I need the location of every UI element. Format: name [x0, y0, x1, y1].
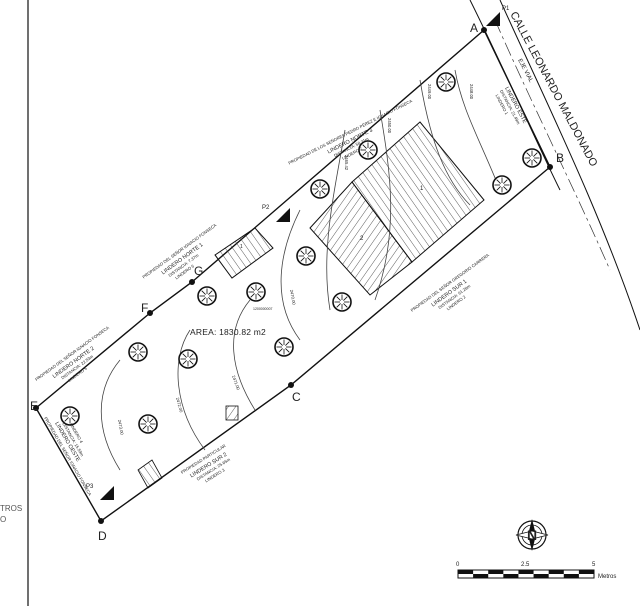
- survey-point-p3-marker: [100, 486, 114, 500]
- contour-label: 2472.00: [175, 397, 184, 414]
- trees-group: [60, 72, 542, 434]
- vertex-node-g: [189, 279, 195, 285]
- street-edge-east: [499, 0, 640, 331]
- tree-icon: [197, 286, 217, 306]
- tree-icon: [492, 175, 512, 195]
- contour-label: 2465.42: [344, 155, 349, 171]
- contour-line: [280, 209, 301, 341]
- vertex-node-c: [288, 382, 294, 388]
- building-lot-2: [309, 181, 413, 296]
- vertex-label-e: E: [30, 399, 38, 413]
- street-name: CALLE LEONARDO MALDONADO: [507, 10, 599, 169]
- scale-bar: 0 2.5 5 Metros: [456, 562, 616, 580]
- property-boundary: [35, 28, 551, 523]
- contour-label: 2473.00: [117, 419, 125, 435]
- scale-block: [563, 574, 579, 578]
- north-arrow: N: [515, 519, 549, 551]
- street-axis-label: EJE VIAL: [516, 58, 534, 84]
- tree-icon: [128, 342, 148, 362]
- vertex-label-g: G: [194, 264, 203, 278]
- tree-icon: [522, 148, 542, 168]
- boundary-south2: PROPIEDAD PARTICULAR LINDERO SUR 2 DISTA…: [180, 443, 231, 483]
- survey-point-p1-marker: [486, 12, 500, 26]
- lot-number-2: 2: [360, 236, 364, 242]
- vertex-label-f: F: [141, 301, 148, 315]
- survey-point-p1-label: P1: [502, 6, 510, 12]
- tree-icon: [246, 282, 266, 302]
- contour-label: 2448.00: [469, 84, 474, 100]
- street-axis-line: [494, 19, 611, 271]
- vertex-node-a: [481, 27, 487, 33]
- survey-point-p2-label: P2: [262, 205, 270, 211]
- survey-point-p2-marker: [276, 208, 290, 222]
- contour-line: [326, 129, 346, 311]
- contour-label: 2450.00: [387, 118, 392, 134]
- contour-label: 2470.00: [289, 289, 297, 305]
- survey-point-p3-label: P3: [86, 484, 94, 490]
- scale-tick-5: 5: [592, 562, 596, 568]
- tree-icon: [274, 337, 294, 357]
- tree-code: 1200000007: [253, 307, 273, 311]
- vertex-node-e: [33, 405, 39, 411]
- contour-line: [100, 359, 121, 471]
- vertex-node-d: [98, 518, 104, 524]
- contour-line: [454, 69, 501, 191]
- scale-block: [548, 570, 564, 574]
- lot-number-1: 1: [420, 186, 424, 192]
- side-fragment-2: O: [0, 515, 6, 524]
- boundary-south1: PROPIEDAD DEL SEÑOR GREGORIO CARRERA LIN…: [410, 252, 491, 312]
- contour-label: 2449.00: [427, 84, 432, 100]
- scale-block: [578, 570, 594, 574]
- vertex-label-c: C: [292, 390, 301, 404]
- contour-line: [233, 299, 256, 411]
- tree-icon: [178, 349, 198, 369]
- scale-block: [458, 570, 474, 574]
- vertex-label-a: A: [470, 21, 478, 35]
- scale-block: [473, 574, 489, 578]
- scale-unit: Metros: [598, 574, 616, 580]
- side-fragment-1: TROS: [0, 504, 22, 513]
- boundary-east: LINDERO ESTE DISTANCIA: 21.49m LINDERO 1: [494, 86, 527, 125]
- small-box-south: [225, 405, 239, 421]
- small-structure-g: [214, 227, 274, 279]
- tree-icon: [332, 292, 352, 312]
- tree-icon: [296, 246, 316, 266]
- scale-block: [533, 574, 549, 578]
- vertex-label-d: D: [98, 529, 107, 543]
- boundary-north2: PROPIEDAD DEL SEÑOR IGNACIO FONSECA LIND…: [34, 325, 110, 383]
- vertex-node-f: [147, 310, 153, 316]
- north-arrow-letter: N: [527, 527, 537, 543]
- small-structure-mark: 1: [240, 244, 243, 250]
- scale-tick-0: 0: [456, 562, 460, 568]
- boundary-north1: PROPIEDAD DEL SEÑOR IGNACIO FONSECA LIND…: [141, 222, 217, 280]
- tree-icon: [138, 414, 158, 434]
- tree-icon: [310, 179, 330, 199]
- scale-tick-25: 2.5: [521, 562, 530, 568]
- vertex-node-b: [547, 164, 553, 170]
- vertex-label-b: B: [556, 151, 564, 165]
- tree-icon: [60, 406, 80, 426]
- contour-label: 2471.00: [231, 375, 241, 392]
- tree-icon: [436, 72, 456, 92]
- small-box-southwest: [137, 459, 163, 489]
- tree-icon: [358, 140, 378, 160]
- contour-line: [419, 79, 471, 206]
- contour-line: [374, 109, 392, 301]
- contour-line: [177, 329, 206, 451]
- scale-block: [488, 570, 504, 574]
- scale-block: [518, 570, 534, 574]
- scale-block: [503, 574, 519, 578]
- area-label: AREA: 1830.82 m2: [190, 327, 266, 337]
